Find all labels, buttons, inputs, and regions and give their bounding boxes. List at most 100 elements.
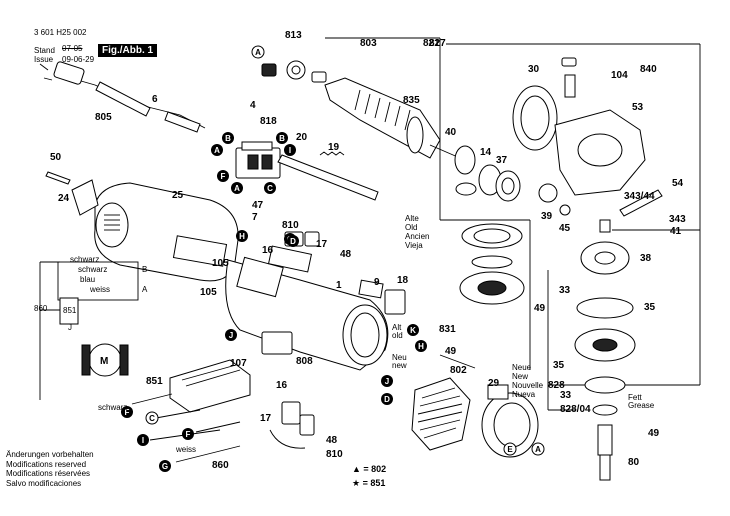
connector-circle (236, 230, 248, 242)
part-number-label: 33 (559, 285, 571, 296)
old-version-label: Alte (405, 214, 419, 223)
part-number-label: 104 (611, 70, 628, 81)
spring (319, 151, 345, 156)
connector-letter: J (385, 377, 389, 386)
part-number-label: 107 (230, 358, 247, 369)
old-version-label: Old (405, 223, 417, 232)
part-number-label: 20 (296, 132, 308, 143)
slide-bar (277, 154, 379, 201)
connector-letter: B (279, 134, 285, 143)
connector-letter: I (142, 436, 144, 445)
connector-circle (407, 324, 419, 336)
connector-circle (145, 411, 159, 425)
connector-circle (381, 393, 393, 405)
part-number-label: 810 (282, 220, 299, 231)
connector-circle (231, 182, 243, 194)
wiring-labels: schwarzschwarzblauweissBA851860MJschwarz… (34, 255, 196, 454)
new-version-label: Nueva (512, 390, 536, 399)
note-line: Salvo modificaciones (6, 478, 82, 488)
wire-terminal-label: J (68, 323, 72, 332)
alt-old-label: Alt (392, 323, 402, 332)
field-coil (411, 377, 471, 451)
part-number-label: 810 (326, 449, 343, 460)
part-number-label: 47 (252, 200, 264, 211)
issue-value: 09-06-29 (62, 55, 95, 64)
wheel-guard (481, 384, 539, 458)
cover-plate (384, 289, 406, 315)
connector-letter: F (125, 408, 130, 417)
connector-circle (225, 329, 237, 341)
doc-number: 3 601 H25 002 (34, 28, 87, 37)
part-number-label: 50 (50, 152, 62, 163)
part-number-label: 803 (360, 38, 377, 49)
connector-letter: J (229, 331, 233, 340)
figure-label: Fig./Abb. 1 (98, 44, 158, 57)
connector-letter: D (290, 237, 296, 246)
circuit-board (169, 359, 251, 413)
legend-star: ★ = 851 (352, 478, 386, 488)
connector-circle (381, 375, 393, 387)
version-labels: AlteOldAncienViejaNeueNewNouvelleNuevaAl… (392, 214, 655, 410)
part-number-label: 24 (58, 193, 70, 204)
connector-circle (211, 144, 223, 156)
connector-letter: A (234, 184, 240, 193)
connector-letter: E (507, 445, 513, 454)
part-number-label: 45 (559, 223, 571, 234)
wire-color-label: weiss (89, 285, 110, 294)
old-version-label: Ancien (405, 232, 429, 241)
connector-letter: F (186, 430, 191, 439)
connector-circle (276, 132, 288, 144)
stand-value: 07-05 (62, 44, 83, 53)
connector-circle (222, 132, 234, 144)
part-number-label: 19 (328, 142, 340, 153)
old-version-label: Vieja (405, 241, 423, 250)
rings (454, 145, 521, 202)
part-number-label: 41 (670, 226, 682, 237)
part-number-label: 39 (541, 211, 553, 222)
legend-triangle: ▲ = 802 (352, 464, 387, 474)
fan (512, 85, 558, 151)
connector-circle (182, 428, 194, 440)
neu-new-label: new (392, 361, 407, 370)
part-number-label: 828 (548, 380, 565, 391)
part-number-label: 1 (336, 280, 342, 291)
motor-symbol: M (100, 356, 108, 367)
connector-letter: G (162, 462, 168, 471)
wire-color-label: blau (80, 275, 95, 284)
part-number-label: 35 (553, 360, 565, 371)
part-number-label: 80 (628, 457, 640, 468)
part-number-label: 30 (528, 64, 540, 75)
gear-head (554, 57, 646, 196)
part-number-label: 49 (534, 303, 546, 314)
part-number-label: 49 (648, 428, 660, 439)
connector-circle (217, 170, 229, 182)
connector-letter: A (214, 146, 220, 155)
part-number-label: 840 (640, 64, 657, 75)
frame-lines (325, 37, 701, 411)
notes-block: Änderungen vorbehalten Modifications res… (6, 450, 94, 488)
alt-old-label: old (392, 331, 403, 340)
cord-label: 860 (34, 304, 48, 313)
connector-letter: F (221, 172, 226, 181)
motor-housing (94, 182, 239, 282)
connector-circle (415, 340, 427, 352)
part-number-label: 17 (260, 413, 272, 424)
part-number-label: 808 (296, 356, 313, 367)
part-number-label: 37 (496, 155, 508, 166)
part-number-label: 6 (152, 94, 158, 105)
part-number-label: 343 (669, 214, 686, 225)
new-version-label: New (512, 372, 528, 381)
issue-label: Issue (34, 55, 54, 64)
connector-circle (159, 460, 171, 472)
legend: ▲ = 802 ★ = 851 (352, 462, 386, 490)
note-line: Modifications reserved (6, 459, 87, 469)
connector-circle (137, 434, 149, 446)
grease-label: Fett (628, 393, 643, 402)
connector-letter: B (225, 134, 231, 143)
part-number-label: 818 (260, 116, 277, 127)
connector-letter: I (289, 146, 291, 155)
interference-capacitor (269, 401, 315, 449)
part-number-label: 828/04 (560, 404, 591, 415)
flange-old (459, 223, 525, 305)
